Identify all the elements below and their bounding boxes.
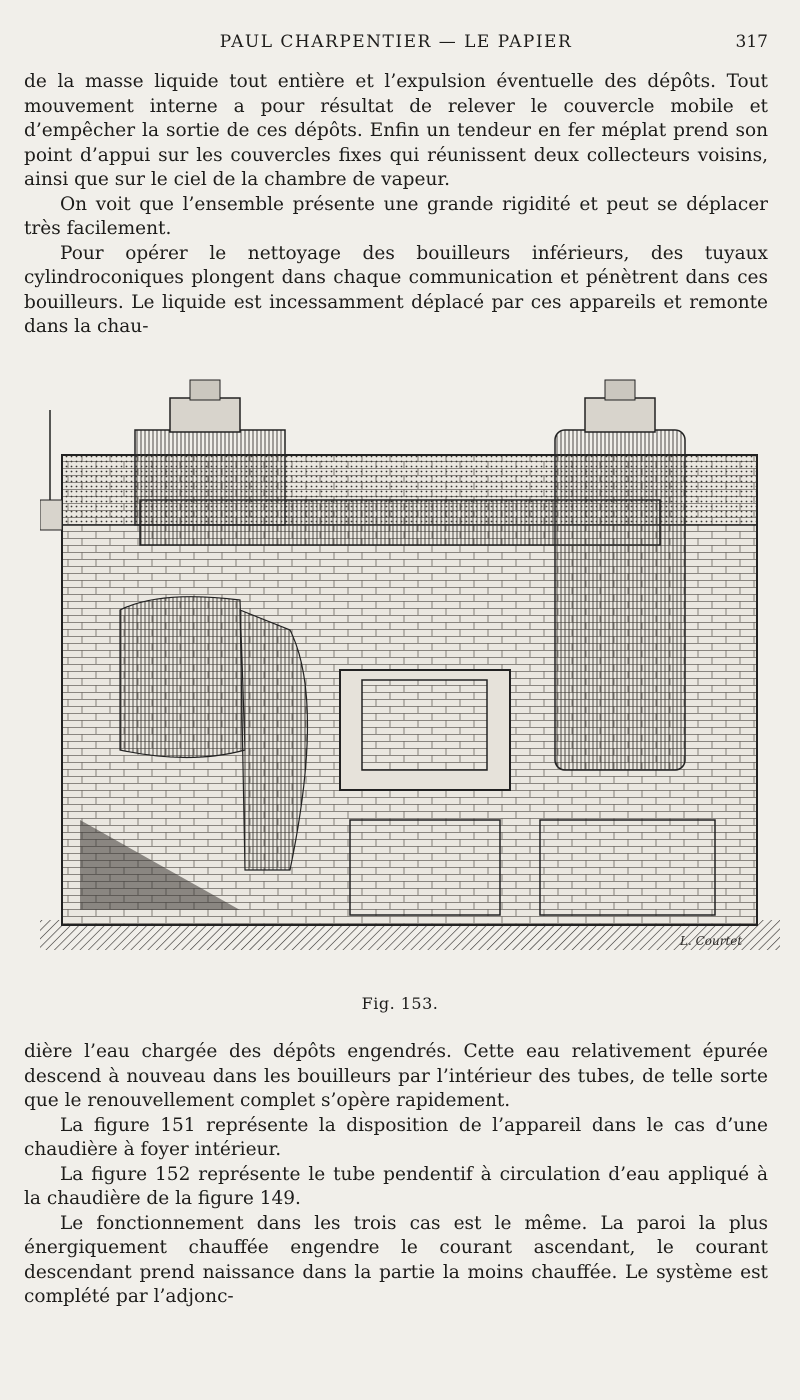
paragraph: Le fonctionnement dans les trois cas est… xyxy=(24,1212,768,1308)
page-header: PAUL CHARPENTIER — LE PAPIER 317 xyxy=(24,30,768,56)
left-dome xyxy=(169,397,241,433)
paragraph: La figure 152 représente le tube pendent… xyxy=(24,1163,768,1210)
paragraph: Pour opérer le nettoyage des bouilleurs … xyxy=(24,242,768,338)
paragraph: de la masse liquide tout entière et l’ex… xyxy=(24,71,768,190)
text-block-top: de la masse liquide tout entière et l’ex… xyxy=(24,70,768,340)
right-collector xyxy=(554,429,686,771)
left-collector xyxy=(134,429,286,526)
page-number: 317 xyxy=(735,32,768,52)
engraver-signature: L. Courtet xyxy=(679,934,742,948)
lower-chamber-left xyxy=(349,819,501,916)
right-dome xyxy=(584,397,656,433)
figure-caption: Fig. 153. xyxy=(361,994,439,1013)
grate xyxy=(80,820,240,910)
left-valve xyxy=(189,379,221,401)
right-valve xyxy=(604,379,636,401)
text-block-bottom: dière l’eau chargée des dépôts engendrés… xyxy=(24,1040,768,1310)
water-gauge xyxy=(40,499,63,531)
tube-bundle xyxy=(119,596,309,871)
running-title: PAUL CHARPENTIER — LE PAPIER xyxy=(219,32,573,52)
paragraph: La figure 151 représente la disposition … xyxy=(24,1114,768,1161)
boiler-illustration: L. Courtet xyxy=(40,370,780,970)
paragraph: dière l’eau chargée des dépôts engendrés… xyxy=(24,1041,768,1111)
lower-chamber-right xyxy=(539,819,716,916)
paragraph: On voit que l’ensemble présente une gran… xyxy=(24,193,768,240)
